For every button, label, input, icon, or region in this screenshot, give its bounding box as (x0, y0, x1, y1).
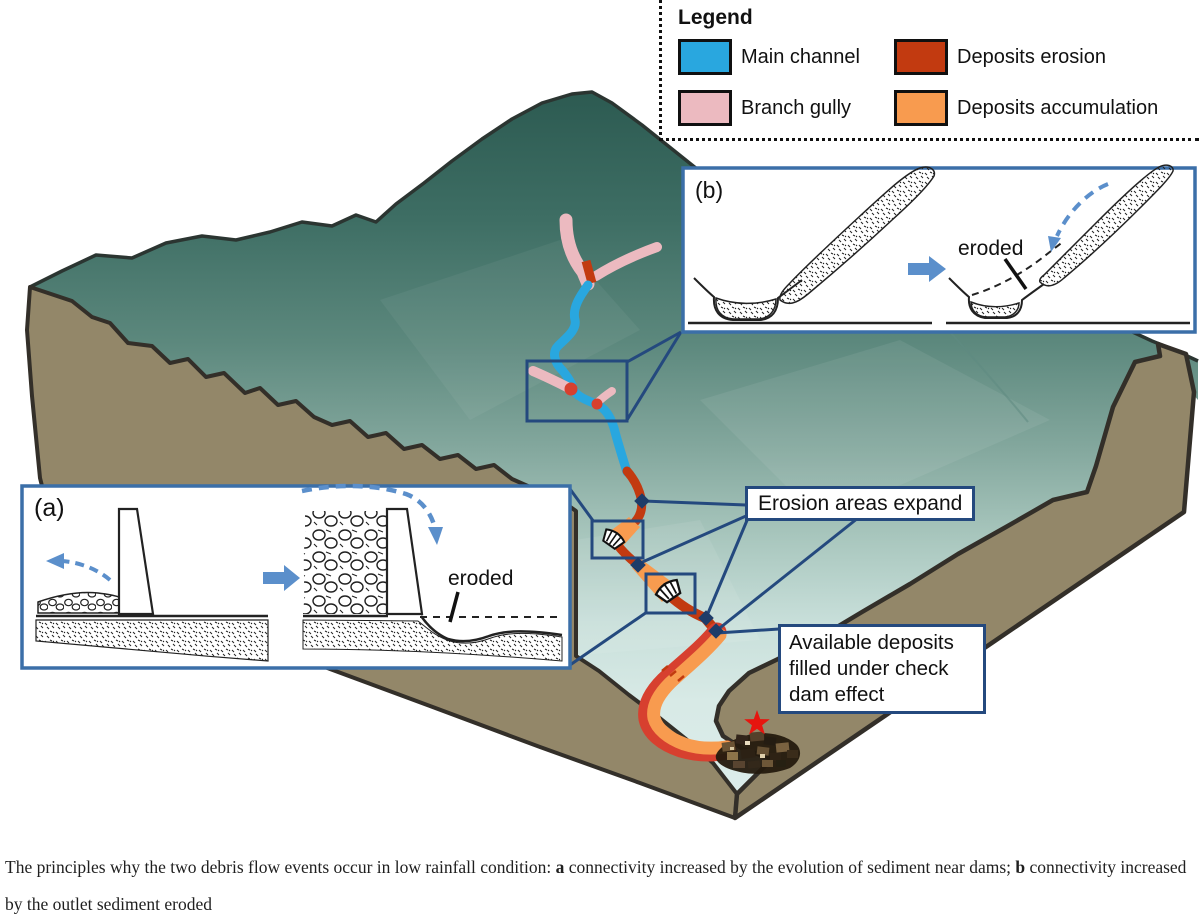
node-marker (698, 610, 714, 626)
legend-item-label: Deposits accumulation (957, 96, 1159, 119)
leader-line (626, 330, 682, 364)
arrow-down-icon (428, 527, 443, 545)
branch-gully-swatch (678, 90, 732, 126)
main-channel-swatch (678, 39, 732, 75)
ground-stipple (302, 619, 563, 662)
inset-a: (a) eroded (20, 483, 572, 670)
arrow-right-icon (263, 565, 300, 591)
deposits-erosion-swatch (894, 39, 948, 75)
zoom-rect-dam2 (644, 572, 697, 615)
junction-dot (564, 382, 578, 396)
fan-red-dashes (661, 665, 685, 682)
inset-b-eroded-label: eroded (958, 237, 1023, 260)
check-dam-profile (117, 507, 155, 616)
caption-text: connectivity increased by the outlet sed… (5, 857, 1187, 914)
legend-item-main-channel: Main channel (678, 39, 894, 75)
caption-panel-a-ref: a (555, 857, 565, 877)
callout-lines (525, 330, 859, 667)
caption-panel-b-ref: b (1015, 857, 1026, 877)
wash (380, 240, 640, 420)
slope-sediment-thin (1038, 164, 1174, 287)
arrow-down-icon (1048, 236, 1061, 252)
village-debris (715, 731, 801, 774)
inset-a-eroded-label: eroded (448, 567, 513, 590)
figure-canvas: (b) eroded (a) (20, 0, 1199, 821)
leader-line (569, 610, 648, 667)
leader-line (716, 627, 780, 635)
caption-text: connectivity increased by the evolution … (564, 857, 1016, 877)
arrow-right-icon (908, 256, 946, 282)
node-marker (708, 623, 724, 639)
zoom-rect-dam1 (590, 519, 645, 560)
rock-fill (303, 511, 386, 614)
inset-b: (b) eroded (681, 164, 1197, 334)
callout-deposits-label: Available deposits filled under check da… (778, 624, 986, 714)
wash (700, 340, 1050, 520)
deposits-accumulation-swatch (894, 90, 948, 126)
legend-title: Legend (678, 6, 753, 29)
leader-line (625, 331, 683, 421)
check-dam-icon (602, 528, 626, 550)
check-dam-icon (654, 578, 682, 604)
branch-gully-mid-left (528, 366, 572, 392)
legend-item-branch-gully: Branch gully (678, 90, 894, 126)
legend-box: Legend Main channel Deposits erosion Bra… (659, 0, 1199, 141)
legend-item-label: Deposits erosion (957, 45, 1106, 68)
legend-item-label: Branch gully (741, 96, 852, 119)
legend-grid: Main channel Deposits erosion Branch gul… (678, 39, 1199, 126)
leader-line (568, 488, 596, 523)
erosion-junction-upper (581, 259, 597, 285)
inset-a-label: (a) (34, 494, 65, 522)
ground-stipple (35, 619, 269, 662)
main-channel (550, 280, 632, 477)
caption-text: The principles why the two debris flow e… (5, 857, 556, 877)
branch-gully-upper-right (591, 242, 662, 281)
leader-line (642, 499, 747, 507)
node-marker (630, 557, 646, 573)
check-dam-profile (385, 507, 424, 616)
flow-dashed-arrow (1055, 182, 1109, 237)
inset-b-label: (b) (695, 177, 723, 203)
pit-sediment (970, 300, 1020, 318)
callout-erosion-label: Erosion areas expand (745, 486, 976, 521)
figure-caption: The principles why the two debris flow e… (0, 840, 1200, 923)
zoom-rect-branches (525, 359, 629, 423)
junction-dot (591, 398, 603, 410)
legend-item-deposits-accumulation: Deposits accumulation (894, 90, 1199, 126)
arrow-left-icon (46, 553, 64, 569)
leader-line (704, 517, 750, 619)
fan-accumulation-body (647, 628, 734, 755)
red-star-icon (744, 710, 770, 735)
legend-item-label: Main channel (741, 45, 860, 68)
old-profile-dashed (971, 240, 1065, 296)
branch-gully-upper-left (559, 213, 595, 291)
legend-item-deposits-erosion: Deposits erosion (894, 39, 1199, 75)
pit-sediment (715, 296, 777, 320)
leader-line (715, 516, 859, 633)
leader-line (637, 514, 747, 566)
slope-sediment (779, 166, 936, 305)
